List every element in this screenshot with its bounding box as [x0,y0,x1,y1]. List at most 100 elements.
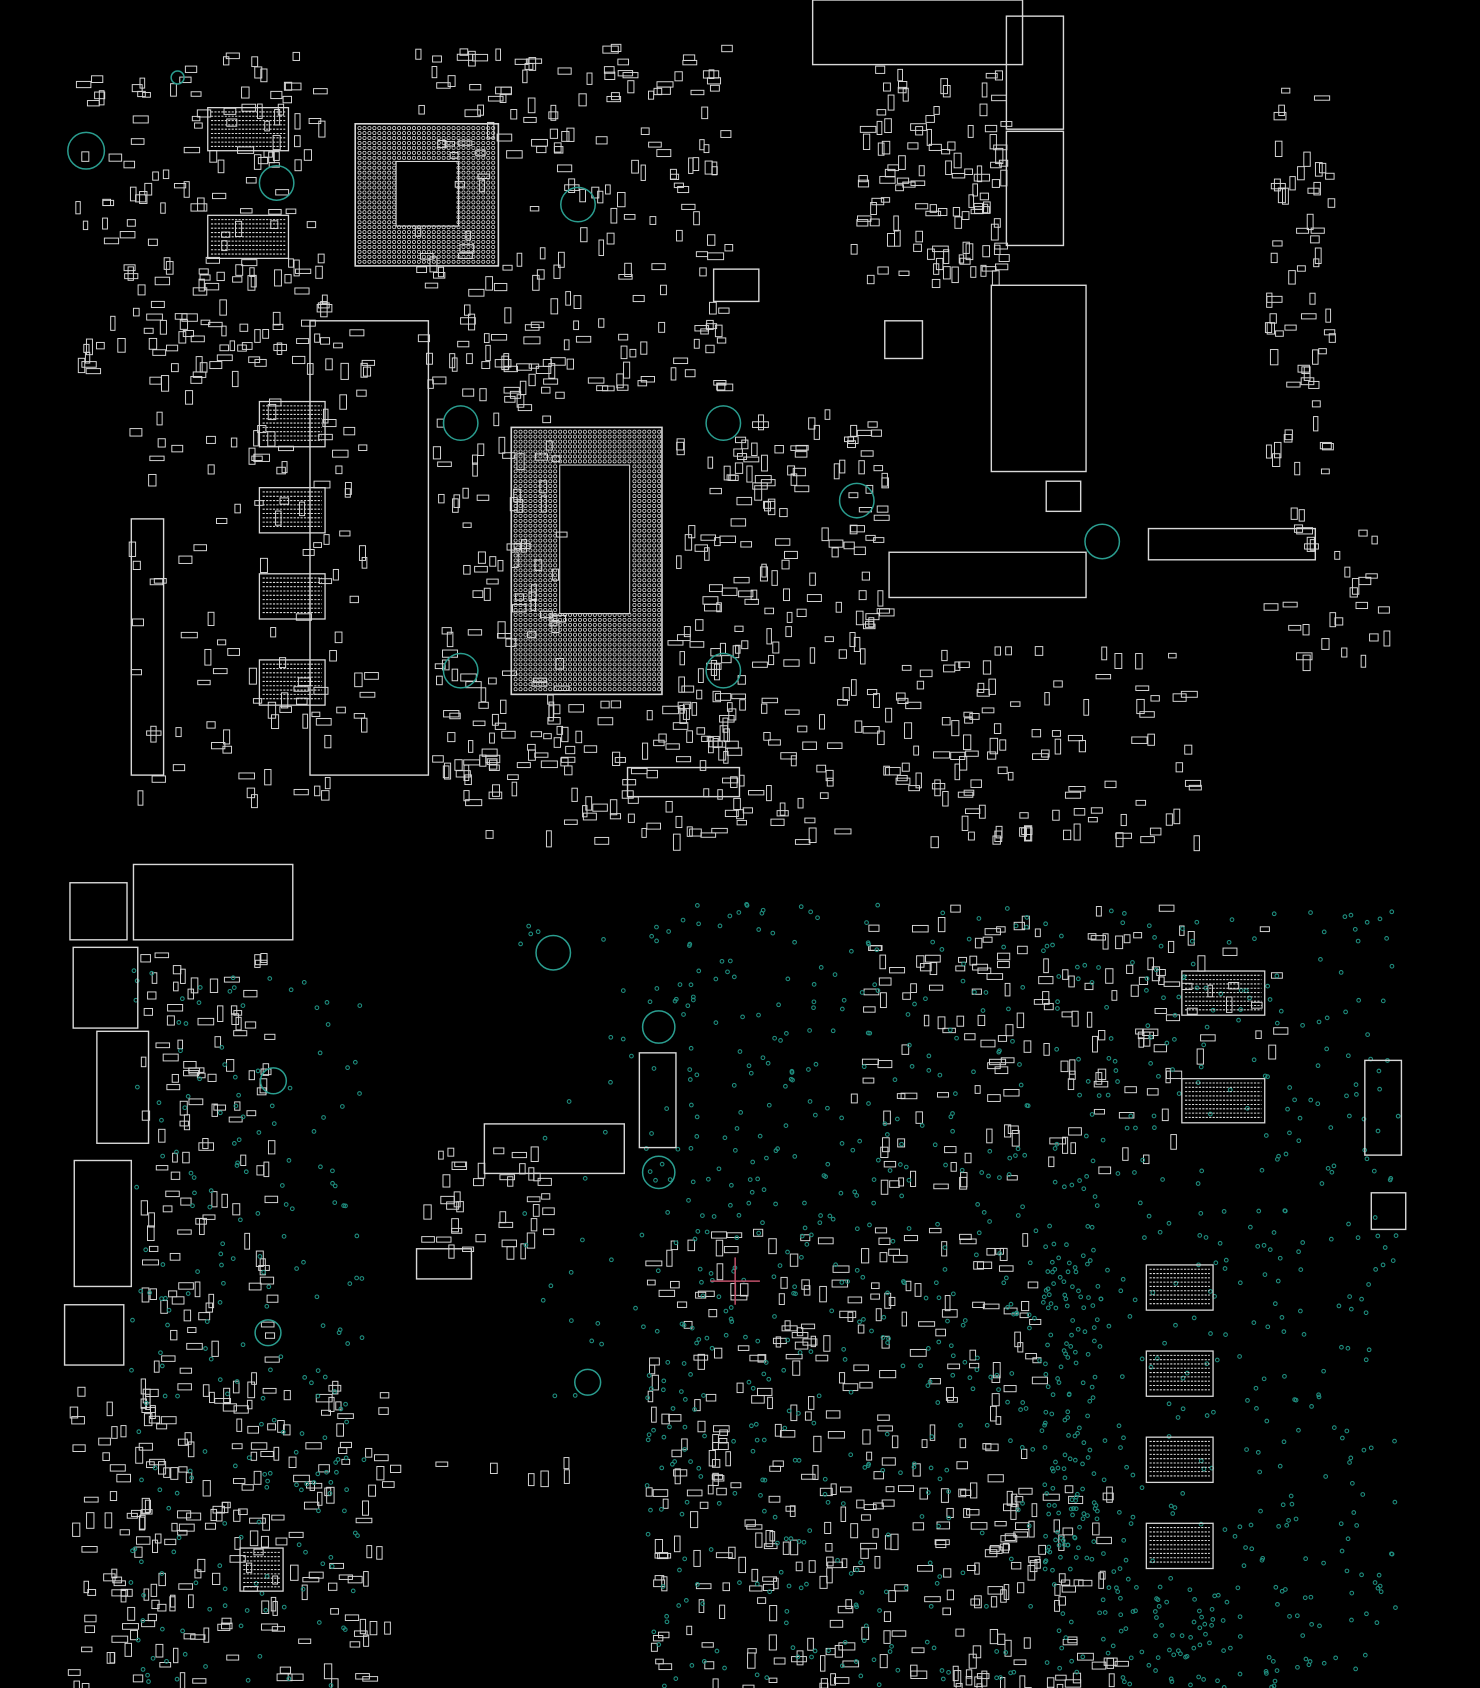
smd-pad [540,1470,549,1488]
via [1045,1384,1051,1390]
via [796,1410,801,1416]
smd-pad [288,258,294,268]
bga-ball [513,439,518,444]
via [1222,1266,1228,1271]
bga-ball [451,136,456,141]
smd-pad [510,109,518,120]
smd-pad [447,732,456,743]
smd-pad [466,353,473,365]
smd-pad [573,295,582,309]
bga-ball [436,254,441,259]
smd-pad [244,1021,257,1029]
smd-pad [701,735,711,742]
smd-pad [194,1569,202,1579]
bga-ball [543,518,548,523]
bga-ball [533,543,538,548]
via [178,1048,183,1054]
via [1190,961,1196,967]
bga-ball [372,180,377,185]
via [857,1319,862,1325]
smd-pad [315,265,323,279]
via [1366,1347,1372,1353]
bga-ball [642,578,647,583]
smd-pad [984,124,998,133]
smd-pad [190,335,205,343]
bga-ball [446,140,451,145]
smd-pad [954,763,961,781]
bga-ball [397,254,402,259]
via [159,1117,164,1123]
via [728,1202,733,1208]
bga-ball [642,533,647,538]
bga-ball [528,444,533,449]
bga-ball [372,249,377,254]
smd-pad [1298,509,1305,522]
smd-pad [175,727,182,738]
via [1324,1015,1330,1021]
via [1244,1447,1249,1452]
bga-ball [528,612,533,617]
smd-pad [826,777,834,787]
via [822,1476,828,1482]
smd-pad [695,251,708,258]
via [329,1563,335,1569]
smd-pad [162,169,170,180]
bga-ball [446,240,451,244]
bga-ball [632,464,637,469]
smd-pad [915,772,922,789]
smd-pad [690,89,705,96]
bga-ball [387,240,392,244]
via [230,975,236,981]
bga-ball [528,434,533,439]
smd-pad [418,104,425,115]
bga-ball [602,429,607,434]
bga-ball [446,259,451,264]
via [950,1291,956,1297]
bga-ball [553,503,558,508]
smd-pad [265,1332,276,1339]
smd-pad [264,1356,280,1363]
smd-pad [953,1670,962,1687]
smd-pad [606,232,615,245]
smd-pad [989,1546,1003,1554]
via [324,1000,330,1005]
smd-pad [330,1608,339,1615]
via [1102,1610,1108,1615]
smd-pad [969,1349,977,1361]
smd-pad [198,278,205,292]
smd-pad [595,136,608,145]
bga-ball [577,429,582,434]
smd-pad [338,1574,353,1580]
bga-ball [518,469,523,474]
smd-pad [81,1646,93,1653]
bga-ball [372,185,377,190]
bga-ball [642,593,647,598]
bga-ball [597,429,602,434]
via [1151,1113,1157,1119]
smd-pad [961,815,969,831]
smd-pad [736,809,745,820]
bga-ball [451,235,456,240]
smd-pad [542,1228,555,1236]
via [1052,1503,1057,1508]
via [1354,1523,1360,1528]
smd-pad [765,1530,774,1547]
smd-pad [862,133,871,150]
bga-ball [538,593,543,598]
bga-ball [446,254,451,259]
bga-ball [476,150,481,155]
smd-pad [718,746,727,761]
smd-pad [292,51,301,61]
smd-pad [955,1628,965,1637]
smd-pad [228,1116,243,1123]
smd-pad [497,633,513,639]
via [984,1603,989,1609]
via [932,1142,938,1148]
smd-pad [159,319,167,335]
via [898,1162,903,1167]
via [1363,1310,1369,1316]
via [772,1514,778,1520]
bga-ball [491,244,496,249]
smd-pad [1358,576,1372,586]
